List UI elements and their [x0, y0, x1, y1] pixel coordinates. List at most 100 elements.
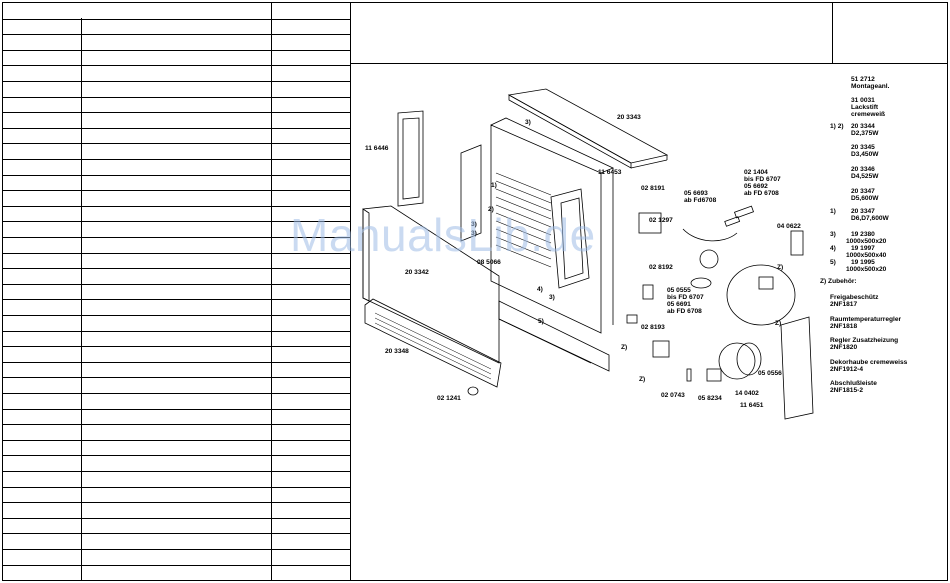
exploded-view-drawing: 11 6446 20 3343 11 6453 02 8191 20 3342 …: [362, 88, 814, 420]
table-row-line: [3, 533, 350, 535]
callout-020743: 02 0743: [661, 392, 685, 399]
legend-line: Raumtemperaturregler: [830, 316, 902, 323]
legend-marker: 3): [830, 231, 836, 238]
legend-line: D4,525W: [851, 173, 879, 180]
legend-line: 31 0031: [851, 97, 875, 104]
grille-strip: [364, 298, 502, 388]
legend-line: 1000x500x20: [846, 238, 887, 245]
legend-heading: Z) Zubehör:: [820, 278, 857, 285]
callout-050556: 05 0556: [758, 370, 782, 377]
table-row-line: [3, 393, 350, 394]
callout-028193: 02 8193: [641, 324, 665, 331]
callout-056692: 05 6692: [744, 183, 768, 190]
callout-203342: 20 3342: [405, 269, 429, 276]
left-side-panel: [397, 110, 424, 207]
part-028192: [690, 277, 712, 289]
marker-z-3: Z): [777, 264, 783, 271]
legend-marker: 1): [830, 208, 836, 215]
title-block: [351, 2, 948, 64]
legend-line: 2NF1912-4: [830, 366, 863, 373]
table-row-line: [3, 377, 350, 379]
table-column-line: [271, 3, 272, 18]
legend-line: cremeweiß: [851, 111, 886, 118]
callout-203343: 20 3343: [617, 114, 641, 121]
legend-line: D6,D7,600W: [851, 215, 889, 222]
table-row-line: [3, 408, 350, 410]
table-row-line: [3, 159, 350, 160]
marker-1: 1): [491, 182, 497, 189]
thermostat-021297: [638, 212, 662, 234]
table-row-line: [3, 49, 350, 51]
table-row-line: [3, 424, 350, 426]
marker-3-c: 3): [549, 294, 555, 301]
callout-085066: 08 5066: [477, 259, 501, 266]
legend-line: Dekorhaube cremeweiss: [830, 359, 908, 366]
regulator-020743: [652, 340, 670, 358]
top-cover-plate: [507, 88, 669, 164]
table-row-line: [3, 549, 350, 550]
legend-line: Freigabeschütz: [830, 294, 879, 301]
base-tray: [498, 300, 610, 372]
table-row-line: [3, 205, 350, 207]
callout-116451: 11 6451: [740, 402, 764, 409]
table-row-line: [3, 237, 350, 238]
legend-line: Lackstift: [851, 104, 879, 111]
parts-list-table: [2, 2, 351, 581]
legend-line: 2NF1820: [830, 344, 858, 351]
legend-line: Regler Zusatzheizung: [830, 337, 899, 344]
table-row-line: [3, 252, 350, 254]
table-row-line: [3, 65, 350, 67]
right-side-panel: [780, 316, 814, 420]
heating-element-right-frame: [550, 188, 590, 289]
table-row-line: [3, 299, 350, 301]
fuse-021404: [734, 205, 754, 219]
legend-line: 19 1995: [851, 259, 875, 266]
table-column-line: [271, 18, 272, 580]
legend-line: Abschlußleiste: [830, 380, 877, 387]
callout-050555: 05 0555: [667, 287, 691, 294]
legend-line: 20 3347: [851, 208, 875, 215]
marker-3-top: 3): [525, 119, 531, 126]
legend-line: 2NF1815-2: [830, 387, 863, 394]
legend-line: 2NF1818: [830, 323, 858, 330]
callout-140402: 14 0402: [735, 390, 759, 397]
table-row-line: [3, 112, 350, 114]
legend-marker: 5): [830, 259, 836, 266]
legend-line: D5,600W: [851, 195, 879, 202]
legend-line: 20 3347: [851, 188, 875, 195]
marker-3-a: 3): [471, 221, 477, 228]
table-column-line: [81, 18, 82, 580]
callout-ab-fd6708: ab Fd6708: [684, 197, 717, 204]
knob-021241: [467, 386, 479, 396]
callout-116446: 11 6446: [365, 145, 389, 152]
callout-021241: 02 1241: [437, 395, 461, 402]
terminal-block-040622: [790, 230, 804, 256]
marker-z-2: Z): [639, 376, 645, 383]
thermostat-dial: [699, 249, 719, 269]
legend-line: 51 2712: [851, 76, 875, 83]
marker-2: 2): [488, 206, 494, 213]
regulator-058234: [706, 368, 722, 382]
part-028193: [626, 314, 638, 324]
table-row-line: [3, 502, 350, 504]
legend-line: 20 3346: [851, 166, 875, 173]
title-block-divider: [832, 2, 833, 64]
callout-028191: 02 8191: [641, 185, 665, 192]
callout-116453: 11 6453: [598, 169, 622, 176]
marker-z-1: Z): [621, 344, 627, 351]
table-row-line: [3, 221, 350, 223]
callout-ab-fd6708-c: ab FD 6708: [667, 308, 702, 315]
marker-z-4: Z): [775, 320, 781, 327]
table-row-line: [3, 361, 350, 363]
table-row-line: [3, 283, 350, 285]
detail-circle: [726, 264, 796, 326]
callout-bis-fd6707-b: bis FD 6707: [667, 294, 704, 301]
table-row-line: [3, 330, 350, 332]
table-row-line: [3, 455, 350, 457]
legend-line: D2,375W: [851, 130, 879, 137]
legend-line: 19 1997: [851, 245, 875, 252]
switch-050555: [642, 284, 654, 300]
table-row-line: [3, 34, 350, 36]
table-row-line: [3, 81, 350, 82]
